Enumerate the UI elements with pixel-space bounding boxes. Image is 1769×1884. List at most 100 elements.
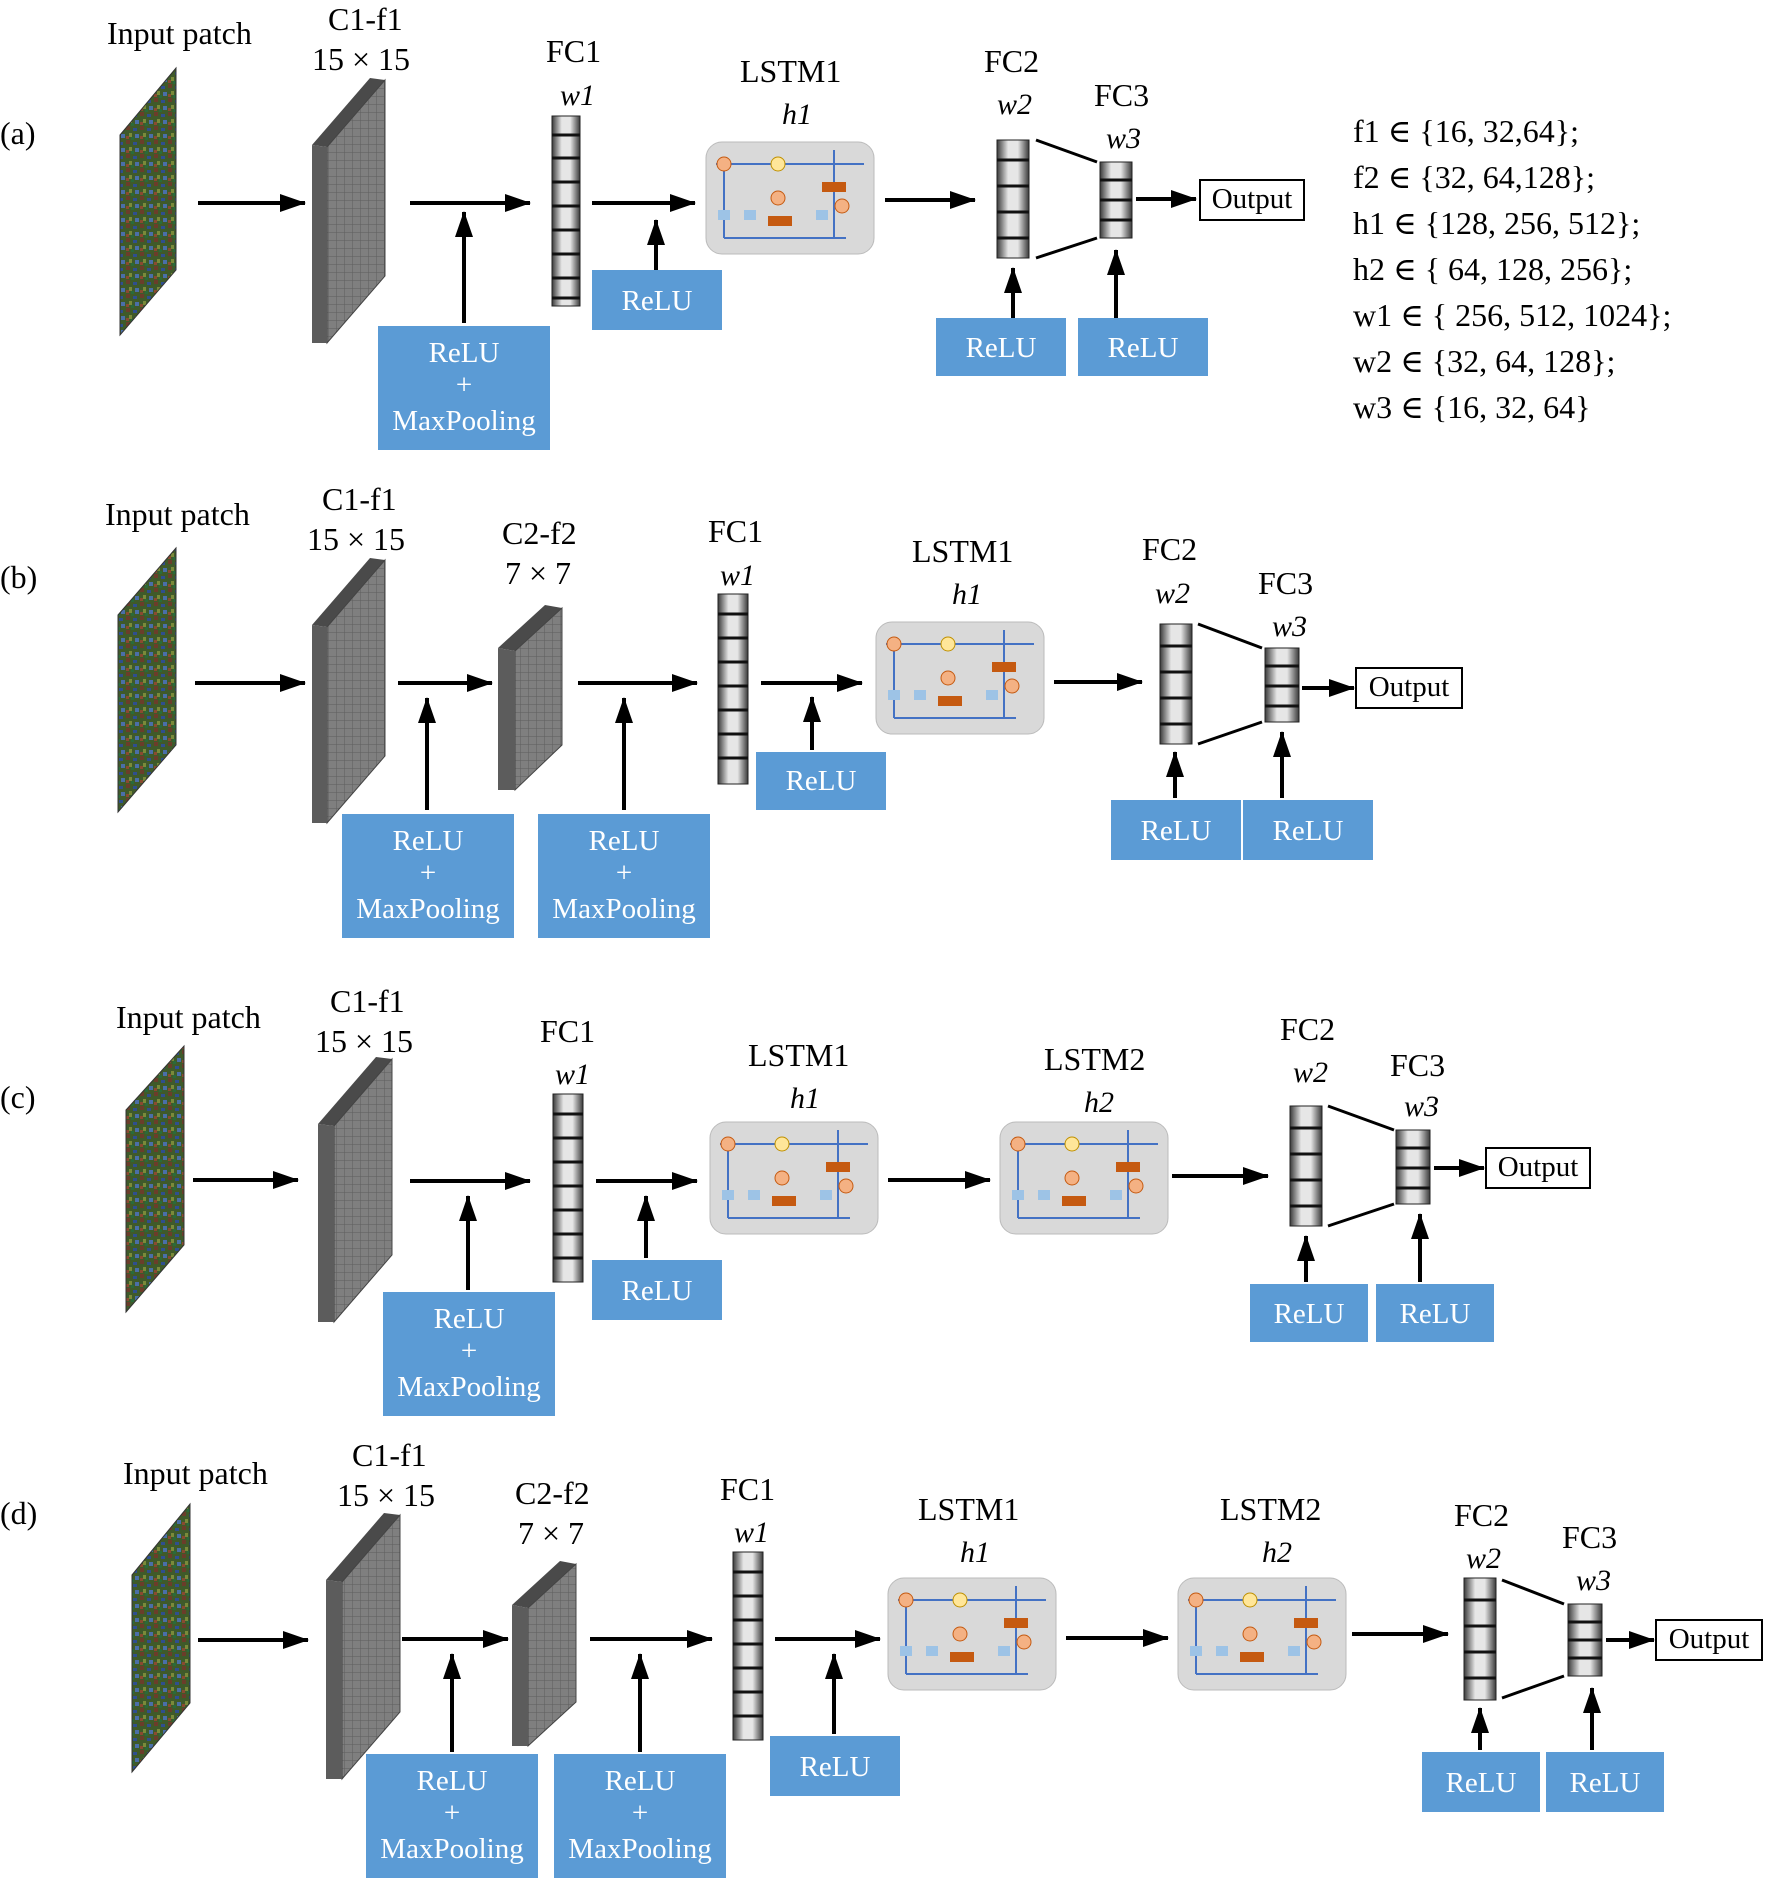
h1-label: h1 bbox=[790, 1082, 820, 1115]
conv-c2-title: C2-f2 bbox=[502, 515, 577, 551]
conv-c1-size: 15 × 15 bbox=[315, 1023, 413, 1059]
plus-label: + bbox=[420, 857, 436, 889]
relu-box: ReLU bbox=[1078, 318, 1208, 376]
maxpooling-label: MaxPooling bbox=[552, 893, 695, 925]
lstm-cell bbox=[999, 1121, 1169, 1235]
output-box: Output bbox=[1485, 1147, 1591, 1189]
fc3-layer: FC3 w3 bbox=[1094, 77, 1149, 239]
panel-tag-b: (b) bbox=[0, 559, 37, 595]
w2-label: w2 bbox=[997, 88, 1032, 121]
relu-label: ReLU bbox=[605, 1765, 676, 1797]
fc2-layer: FC2 w2 bbox=[1280, 1011, 1335, 1227]
output-box: Output bbox=[1655, 1619, 1763, 1661]
relu-box: ReLU bbox=[592, 1260, 722, 1320]
hyperparameter-list: f1 ∈ {16, 32,64}; f2 ∈ {32, 64,128}; h1 … bbox=[1353, 113, 1671, 425]
plus-label: + bbox=[632, 1797, 648, 1829]
relu-box: ReLU bbox=[1111, 800, 1241, 860]
h1-label: h1 bbox=[782, 98, 812, 131]
relu-box: ReLU bbox=[1376, 1284, 1494, 1342]
hyperparameter-f1: f1 ∈ {16, 32,64}; bbox=[1353, 113, 1579, 149]
h2-label: h2 bbox=[1262, 1536, 1292, 1569]
h1-label: h1 bbox=[960, 1536, 990, 1569]
input-patch-label: Input patch bbox=[105, 496, 250, 532]
relu-label: ReLU bbox=[1141, 815, 1212, 847]
maxpooling-label: MaxPooling bbox=[392, 405, 535, 437]
fc1-layer: FC1 w1 bbox=[720, 1471, 775, 1741]
lstm-cell bbox=[887, 1577, 1057, 1691]
w3-label: w3 bbox=[1576, 1564, 1611, 1597]
relu-box: ReLU bbox=[592, 270, 722, 330]
output-box: Output bbox=[1355, 667, 1463, 709]
conv-c1-title: C1-f1 bbox=[330, 983, 405, 1019]
lstm2-label: LSTM2 bbox=[1220, 1491, 1321, 1527]
w2-label: w2 bbox=[1293, 1056, 1328, 1089]
w3-label: w3 bbox=[1404, 1090, 1439, 1123]
w1-label: w1 bbox=[734, 1516, 769, 1549]
relu-maxpooling-box: ReLU + MaxPooling bbox=[378, 326, 550, 450]
input-patch-label: Input patch bbox=[116, 999, 261, 1035]
w3-label: w3 bbox=[1272, 610, 1307, 643]
fc2-layer: FC2 w2 bbox=[984, 43, 1039, 259]
maxpooling-label: MaxPooling bbox=[568, 1833, 711, 1865]
plus-label: + bbox=[461, 1335, 477, 1367]
w3-label: w3 bbox=[1106, 122, 1141, 155]
conv-block-c1: C1-f1 15 × 15 bbox=[315, 983, 413, 1324]
plus-label: + bbox=[444, 1797, 460, 1829]
fc3-label: FC3 bbox=[1390, 1047, 1445, 1083]
relu-maxpooling-box: ReLU + MaxPooling bbox=[554, 1754, 726, 1878]
relu-label: ReLU bbox=[417, 1765, 488, 1797]
panel-b: (b) Input patch C1-f1 15 × 15 ReLU + Max… bbox=[0, 481, 1463, 938]
hyperparameter-w1: w1 ∈ { 256, 512, 1024}; bbox=[1353, 297, 1671, 333]
conv-block-c2: C2-f2 7 × 7 bbox=[498, 515, 577, 792]
maxpooling-label: MaxPooling bbox=[397, 1371, 540, 1403]
fc3-layer: FC3 w3 bbox=[1390, 1047, 1445, 1205]
relu-label: ReLU bbox=[800, 1751, 871, 1783]
fc2-label: FC2 bbox=[1280, 1011, 1335, 1047]
lstm-cell bbox=[875, 621, 1045, 735]
lstm1-label: LSTM1 bbox=[748, 1037, 849, 1073]
hyperparameter-w2: w2 ∈ {32, 64, 128}; bbox=[1353, 343, 1615, 379]
fc1-layer: FC1 w1 bbox=[540, 1013, 595, 1283]
maxpooling-label: MaxPooling bbox=[356, 893, 499, 925]
relu-label: ReLU bbox=[1108, 332, 1179, 364]
relu-maxpooling-box: ReLU + MaxPooling bbox=[366, 1754, 538, 1878]
hyperparameter-w3: w3 ∈ {16, 32, 64} bbox=[1353, 389, 1591, 425]
conv-c1-size: 15 × 15 bbox=[312, 41, 410, 77]
input-patch-image bbox=[117, 546, 177, 814]
conv-c1-title: C1-f1 bbox=[328, 1, 403, 37]
relu-box: ReLU bbox=[936, 318, 1066, 376]
relu-label: ReLU bbox=[393, 825, 464, 857]
hyperparameter-h2: h2 ∈ { 64, 128, 256}; bbox=[1353, 251, 1632, 287]
panel-tag-c: (c) bbox=[0, 1079, 36, 1115]
lstm2-label: LSTM2 bbox=[1044, 1041, 1145, 1077]
output-box: Output bbox=[1199, 179, 1305, 221]
fc1-layer: FC1 w1 bbox=[708, 513, 763, 785]
output-label: Output bbox=[1669, 1623, 1750, 1655]
fc2-label: FC2 bbox=[984, 43, 1039, 79]
w2-label: w2 bbox=[1155, 577, 1190, 610]
conv-c2-size: 7 × 7 bbox=[505, 555, 571, 591]
fc1-label: FC1 bbox=[708, 513, 763, 549]
relu-label: ReLU bbox=[1273, 815, 1344, 847]
relu-label: ReLU bbox=[429, 337, 500, 369]
conv-block-c1: C1-f1 15 × 15 bbox=[307, 481, 405, 825]
panel-d: (d) Input patch C1-f1 15 × 15 ReLU + Max… bbox=[0, 1437, 1763, 1878]
plus-label: + bbox=[616, 857, 632, 889]
relu-label: ReLU bbox=[589, 825, 660, 857]
relu-box: ReLU bbox=[1422, 1752, 1540, 1812]
relu-label: ReLU bbox=[1274, 1298, 1345, 1330]
fc2-label: FC2 bbox=[1454, 1497, 1509, 1533]
w1-label: w1 bbox=[720, 559, 755, 592]
panel-a: (a) Input patch C1-f1 15 × 15 ReLU + Max… bbox=[0, 1, 1305, 450]
relu-label: ReLU bbox=[1446, 1767, 1517, 1799]
relu-label: ReLU bbox=[786, 765, 857, 797]
w2-label: w2 bbox=[1466, 1542, 1501, 1575]
fc3-label: FC3 bbox=[1562, 1519, 1617, 1555]
w1-label: w1 bbox=[555, 1058, 590, 1091]
output-label: Output bbox=[1498, 1151, 1579, 1183]
lstm1-label: LSTM1 bbox=[918, 1491, 1019, 1527]
conv-c1-size: 15 × 15 bbox=[307, 521, 405, 557]
conv-c1-title: C1-f1 bbox=[322, 481, 397, 517]
fc1-label: FC1 bbox=[546, 33, 601, 69]
relu-label: ReLU bbox=[622, 1275, 693, 1307]
